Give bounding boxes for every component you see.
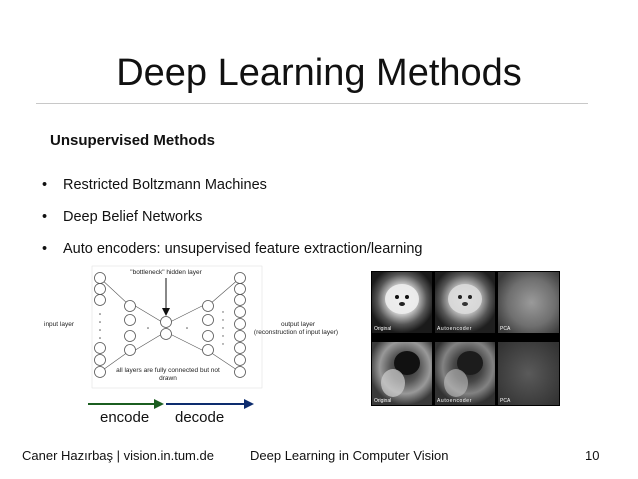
slide-title: Deep Learning Methods <box>116 52 522 94</box>
autoencoder-diagram: "bottleneck" hidden layer input layer ou… <box>44 265 338 389</box>
label-original-2: Original <box>374 398 391 404</box>
bullet-text: Restricted Boltzmann Machines <box>63 177 267 193</box>
encode-label: encode <box>100 409 150 426</box>
bullet-icon: • <box>42 241 48 257</box>
dog-head-icon <box>394 351 420 375</box>
input-layer-ellipsis <box>99 313 101 339</box>
bullet-icon: • <box>42 177 48 193</box>
bottleneck-nodes <box>160 316 172 340</box>
output-layer-nodes <box>234 272 246 378</box>
pca-image-1 <box>498 272 559 333</box>
diagram-connectors <box>99 277 241 373</box>
connectivity-note: all layers are fully connected but not <box>116 367 220 374</box>
bullet-item: • Restricted Boltzmann Machines <box>42 176 423 208</box>
section-heading: Unsupervised Methods <box>50 132 216 149</box>
output-layer-label: output layer <box>281 321 316 328</box>
label-pca-2: PCA <box>500 398 511 404</box>
hidden-layer-3-nodes <box>202 300 214 356</box>
middle-ellipsis <box>147 311 224 345</box>
dog-nose-icon <box>462 302 468 306</box>
label-autoencoder-2: Autoencoder <box>437 398 472 404</box>
bullet-item: • Auto encoders: unsupervised feature ext… <box>42 240 423 272</box>
label-pca-1: PCA <box>500 326 511 332</box>
input-layer-label: input layer <box>44 321 75 328</box>
bullet-text: Deep Belief Networks <box>63 209 203 225</box>
dog-eye-icon <box>405 295 409 299</box>
dog-face-1 <box>385 284 419 314</box>
dog-body-icon <box>444 369 468 397</box>
bullet-text: Auto encoders: unsupervised feature extr… <box>63 241 423 257</box>
hidden-layer-1-nodes <box>124 300 136 356</box>
decode-arrowhead-icon <box>244 399 254 409</box>
bullet-list: • Restricted Boltzmann Machines • Deep Bel… <box>42 176 423 272</box>
label-original-1: Original <box>374 326 391 332</box>
dog-nose-icon <box>399 302 405 306</box>
encode-decode-arrows <box>88 399 254 409</box>
footer-author: Caner Hazırbaş | vision.in.tum.de <box>22 448 214 463</box>
input-layer-nodes <box>94 272 106 378</box>
dog-head-icon <box>457 351 483 375</box>
label-autoencoder-1: Autoencoder <box>437 326 472 332</box>
dog-body-icon <box>381 369 405 397</box>
title-divider <box>36 103 588 104</box>
footer-course: Deep Learning in Computer Vision <box>250 448 449 463</box>
output-layer-sublabel: (reconstruction of input layer) <box>254 329 338 336</box>
reconstruction-comparison: Original Autoencoder PCA Original Autoen… <box>371 271 560 406</box>
dog-eye-icon <box>468 295 472 299</box>
decode-label: decode <box>175 409 225 426</box>
bullet-item: • Deep Belief Networks <box>42 208 423 240</box>
encode-arrowhead-icon <box>154 399 164 409</box>
bottleneck-label: "bottleneck" hidden layer <box>130 269 202 276</box>
connectivity-note-2: drawn <box>159 375 177 382</box>
dog-eye-icon <box>395 295 399 299</box>
page-number: 10 <box>585 448 600 463</box>
dog-eye-icon <box>458 295 462 299</box>
dog-face-2 <box>448 284 482 314</box>
pca-image-2 <box>498 342 559 405</box>
bottleneck-arrowhead-icon <box>162 308 170 316</box>
bullet-icon: • <box>42 209 48 225</box>
